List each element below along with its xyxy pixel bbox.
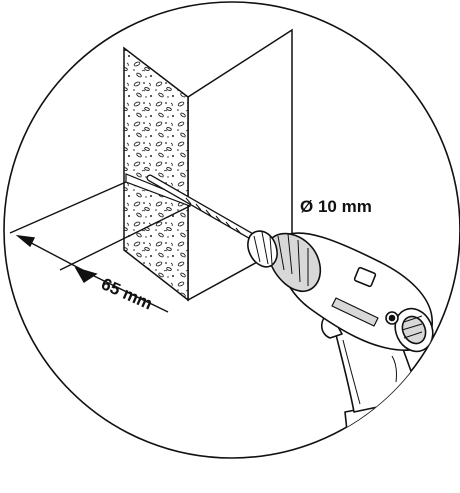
depth-dimension [9,181,191,313]
diameter-label: Ø 10 mm [300,197,372,216]
masonry-drill-bit [146,174,262,244]
